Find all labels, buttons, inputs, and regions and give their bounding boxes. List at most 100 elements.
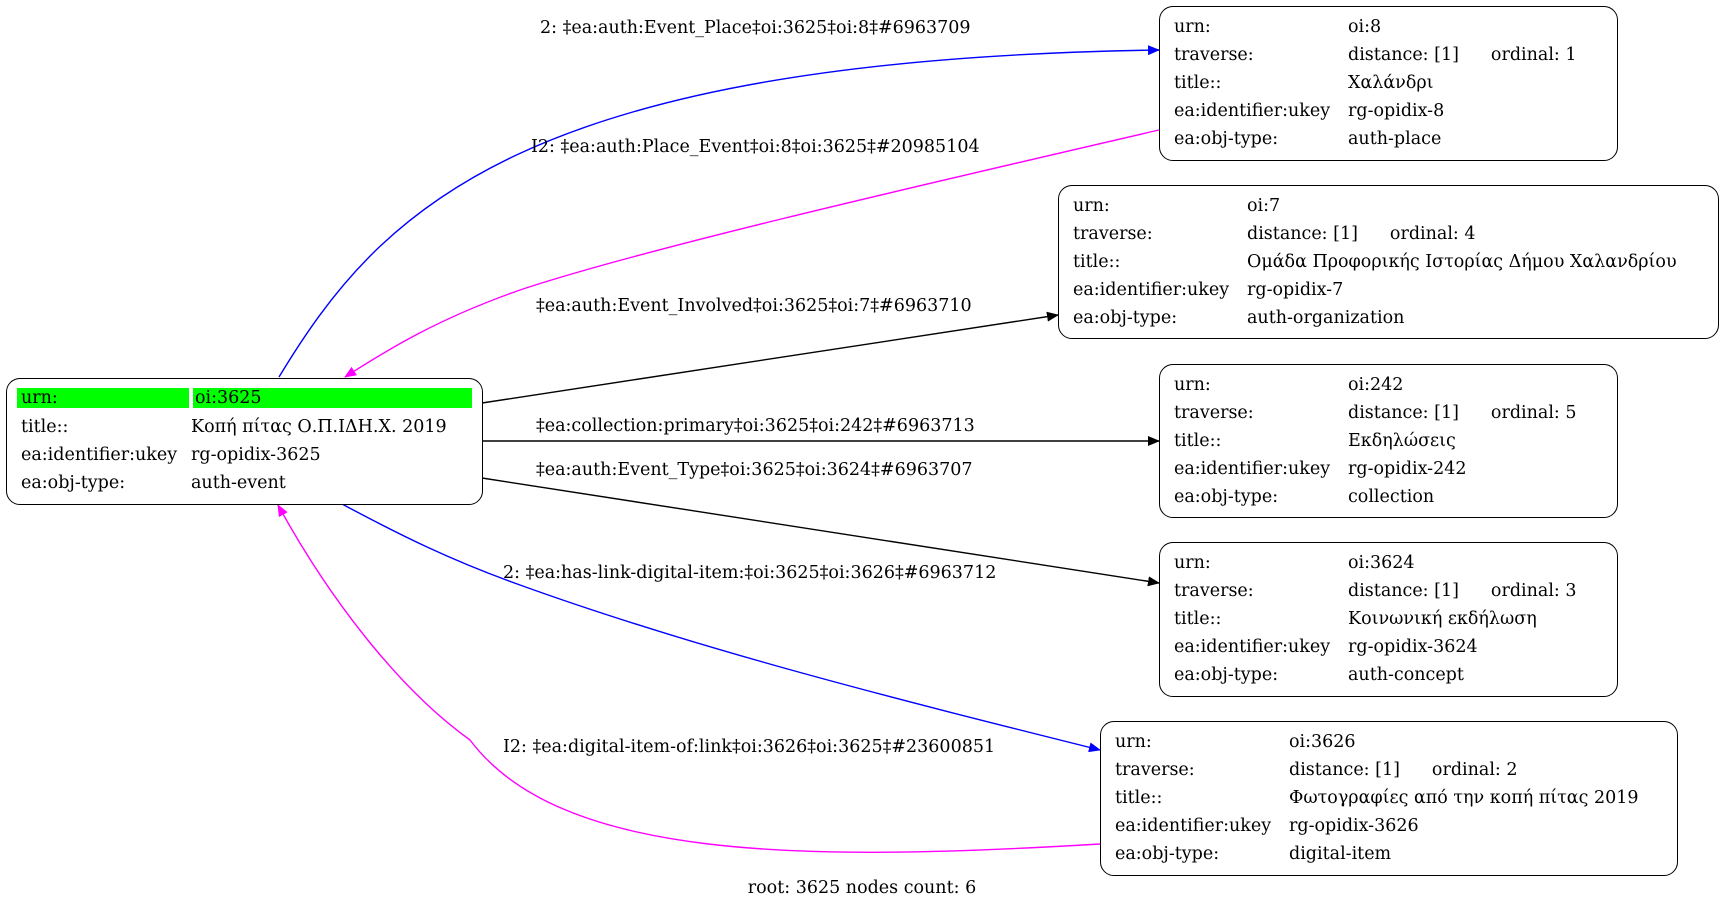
traverse-distance: distance: [1] (1348, 403, 1459, 423)
edge-label-collection-primary[interactable]: ‡ea:collection:primary‡oi:3625‡oi:242‡#6… (536, 416, 975, 436)
ukey-label: ea:identifier:ukey (1174, 637, 1331, 657)
traverse-label: traverse: (1174, 581, 1254, 601)
edge-has-link-digital-item[interactable] (341, 503, 1101, 753)
ukey-value: rg-opidix-3624 (1348, 637, 1478, 657)
node-row-urn: urn:oi:8 (1174, 13, 1603, 41)
node-row-ukey: ea:identifier:ukey rg-opidix-3626 (1115, 812, 1663, 840)
urn-value: oi:3624 (1348, 553, 1415, 573)
urn-label: urn: (1073, 196, 1110, 216)
traverse-ordinal: ordinal: 5 (1490, 403, 1577, 423)
traverse-label: traverse: (1115, 760, 1195, 780)
node-row-urn: urn:oi:3624 (1174, 549, 1603, 577)
node-row-title: title::Χαλάνδρι (1174, 69, 1603, 97)
node-row-urn: urn: oi:242 (1174, 371, 1603, 399)
obj-type-value: auth-organization (1247, 308, 1405, 328)
title-value: Εκδηλώσεις (1348, 431, 1456, 451)
traverse-label: traverse: (1073, 224, 1153, 244)
ukey-value: rg-opidix-242 (1348, 459, 1467, 479)
urn-label: urn: (1174, 17, 1211, 37)
obj-type-label: ea:obj-type: (1174, 487, 1279, 507)
root-row-obj-type: ea:obj-type: auth-event (17, 469, 472, 497)
node-oi-242[interactable]: urn: oi:242 traverse: distance: [1] ordinal… (1159, 364, 1618, 518)
title-value: Χαλάνδρι (1348, 73, 1434, 93)
edge-event-place[interactable] (278, 45, 1160, 378)
edge-digital-item-of-link[interactable] (277, 504, 1101, 853)
node-row-title: title::Ομάδα Προφορικής Ιστορίας Δήμου Χ… (1073, 248, 1704, 276)
node-row-obj-type: ea:obj-type: auth-place (1174, 125, 1603, 153)
edge-label-event-involved[interactable]: ‡ea:auth:Event_Involved‡oi:3625‡oi:7‡#69… (536, 296, 972, 316)
node-row-traverse: traverse: distance: [1] ordinal: 2 (1115, 756, 1663, 784)
edge-event-involved[interactable] (481, 311, 1059, 404)
root-row-ukey: ea:identifier:ukey rg-opidix-3625 (17, 441, 472, 469)
ukey-label: ea:identifier:ukey (1115, 816, 1272, 836)
edge-label-digital-item-of-link[interactable]: I2: ‡ea:digital-item-of:link‡oi:3626‡oi:… (503, 737, 996, 757)
node-row-obj-type: ea:obj-type:digital-item (1115, 840, 1663, 868)
urn-label: urn: (1174, 375, 1211, 395)
ukey-label: ea:identifier:ukey (1174, 459, 1331, 479)
node-oi-3624[interactable]: urn:oi:3624 traverse:distance: [1]ordina… (1159, 542, 1618, 697)
obj-type-label: ea:obj-type: (1115, 844, 1220, 864)
obj-type-label: ea:obj-type: (1174, 129, 1279, 149)
root-obj-type-label: ea:obj-type: (21, 473, 126, 493)
obj-type-label: ea:obj-type: (1073, 308, 1178, 328)
root-urn-value: oi:3625 (193, 388, 472, 408)
title-label: title:: (1073, 252, 1121, 272)
traverse-distance: distance: [1] (1348, 581, 1459, 601)
urn-value: oi:3626 (1289, 732, 1356, 752)
edge-label-event-type[interactable]: ‡ea:auth:Event_Type‡oi:3625‡oi:3624‡#696… (536, 460, 973, 480)
obj-type-label: ea:obj-type: (1174, 665, 1279, 685)
root-obj-type-value: auth-event (191, 473, 286, 493)
ukey-value: rg-opidix-3626 (1289, 816, 1419, 836)
root-title-value: Κοπή πίτας Ο.Π.ΙΔΗ.Χ. 2019 (191, 417, 447, 437)
traverse-ordinal: ordinal: 1 (1490, 45, 1577, 65)
node-row-ukey: ea:identifier:ukey rg-opidix-242 (1174, 455, 1603, 483)
root-row-urn: urn: oi:3625 (17, 385, 472, 411)
node-row-traverse: traverse: distance: [1] ordinal: 4 (1073, 220, 1704, 248)
traverse-label: traverse: (1174, 45, 1254, 65)
root-row-title: title:: Κοπή πίτας Ο.Π.ΙΔΗ.Χ. 2019 (17, 413, 472, 441)
urn-value: oi:242 (1348, 375, 1404, 395)
node-row-obj-type: ea:obj-type: collection (1174, 483, 1603, 511)
node-row-obj-type: ea:obj-type: auth-concept (1174, 661, 1603, 689)
traverse-distance: distance: [1] (1289, 760, 1400, 780)
edge-place-event[interactable] (344, 129, 1160, 378)
title-label: title:: (1174, 609, 1222, 629)
root-ukey-value: rg-opidix-3625 (191, 445, 321, 465)
ukey-label: ea:identifier:ukey (1174, 101, 1331, 121)
title-value: Ομάδα Προφορικής Ιστορίας Δήμου Χαλανδρί… (1247, 252, 1677, 272)
root-urn-label: urn: (17, 388, 189, 408)
root-node-oi-3625[interactable]: urn: oi:3625 title:: Κοπή πίτας Ο.Π.ΙΔΗ.… (6, 378, 483, 505)
traverse-ordinal: ordinal: 2 (1431, 760, 1518, 780)
node-row-traverse: traverse: distance: [1] ordinal: 1 (1174, 41, 1603, 69)
edge-label-has-link-digital-item[interactable]: 2: ‡ea:has-link-digital-item:‡oi:3625‡oi… (503, 563, 997, 583)
ukey-value: rg-opidix-7 (1247, 280, 1344, 300)
root-title-label: title:: (21, 417, 69, 437)
traverse-distance: distance: [1] (1348, 45, 1459, 65)
traverse-label: traverse: (1174, 403, 1254, 423)
node-oi-7[interactable]: urn: oi:7 traverse: distance: [1] ordinal: … (1058, 185, 1719, 339)
title-value: Φωτογραφίες από την κοπή πίτας 2019 (1289, 788, 1639, 808)
obj-type-value: auth-place (1348, 129, 1442, 149)
node-row-traverse: traverse: distance: [1] ordinal: 5 (1174, 399, 1603, 427)
node-oi-8[interactable]: urn:oi:8 traverse: distance: [1] ordinal: … (1159, 6, 1618, 161)
graph-footer-caption: root: 3625 nodes count: 6 (747, 878, 977, 898)
title-label: title:: (1174, 73, 1222, 93)
traverse-distance: distance: [1] (1247, 224, 1358, 244)
edge-label-event-place[interactable]: 2: ‡ea:auth:Event_Place‡oi:3625‡oi:8‡#69… (540, 18, 971, 38)
root-ukey-label: ea:identifier:ukey (21, 445, 178, 465)
urn-value: oi:7 (1247, 196, 1281, 216)
node-row-obj-type: ea:obj-type: auth-organization (1073, 304, 1704, 332)
traverse-ordinal: ordinal: 4 (1389, 224, 1476, 244)
obj-type-value: auth-concept (1348, 665, 1464, 685)
title-value: Κοινωνική εκδήλωση (1348, 609, 1537, 629)
node-oi-3626[interactable]: urn:oi:3626 traverse:distance: [1]ordina… (1100, 721, 1678, 876)
node-row-title: title::Φωτογραφίες από την κοπή πίτας 20… (1115, 784, 1663, 812)
edge-event-type[interactable] (481, 477, 1160, 587)
node-row-urn: urn: oi:7 (1073, 192, 1704, 220)
edge-label-place-event[interactable]: I2: ‡ea:auth:Place_Event‡oi:8‡oi:3625‡#2… (531, 137, 980, 157)
obj-type-value: collection (1348, 487, 1435, 507)
node-row-title: title::Κοινωνική εκδήλωση (1174, 605, 1603, 633)
